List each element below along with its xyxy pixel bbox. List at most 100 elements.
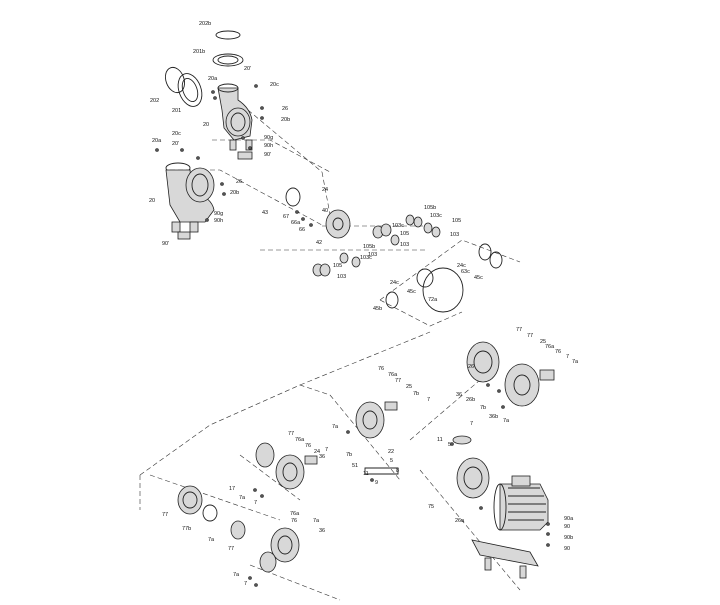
part-label: 7 <box>427 397 430 403</box>
part-label: 20b <box>230 190 239 196</box>
part-label: 26 <box>468 364 474 370</box>
part-label: 20c <box>172 131 181 137</box>
part-label: 20b <box>281 117 290 123</box>
part-label: 76a <box>545 344 555 350</box>
part-label: 36b <box>489 414 498 420</box>
part-label: 76 <box>555 349 561 355</box>
part-label: 66 <box>299 227 305 233</box>
part-label: 103c <box>430 213 442 219</box>
part-label: 36 <box>319 454 325 460</box>
bearing-bracket-right <box>466 341 555 409</box>
part-label: 90a <box>564 516 574 522</box>
part-label: 77 <box>228 546 234 552</box>
part-label: 103 <box>400 242 409 248</box>
part-label: 202b <box>199 21 211 27</box>
volute-casing-lower <box>155 148 226 240</box>
part-label: 66a <box>291 220 301 226</box>
part-label: 90h <box>264 143 273 149</box>
part-label: 24c <box>390 280 399 286</box>
part-label: 20a <box>152 138 162 144</box>
part-label: 26 <box>236 179 242 185</box>
part-label: 90 <box>564 546 570 552</box>
part-label: 75 <box>428 504 434 510</box>
part-label: 20 <box>149 198 155 204</box>
part-label: 7a <box>313 518 320 524</box>
part-label: 90' <box>264 152 271 158</box>
part-label: 20' <box>172 141 179 147</box>
part-label: 40 <box>322 208 328 214</box>
part-label: 77 <box>162 512 168 518</box>
part-label: 77 <box>288 431 294 437</box>
part-label: 77 <box>395 378 401 384</box>
part-label: 7b <box>480 405 486 411</box>
bearing-bracket-left <box>177 442 318 587</box>
part-label: 7 <box>254 500 257 506</box>
part-label: 67 <box>283 214 289 220</box>
part-label: 24c <box>457 263 466 269</box>
part-label: 36 <box>456 392 462 398</box>
part-label: 45c <box>474 275 483 281</box>
part-label: 51 <box>352 463 358 469</box>
part-label: 20a <box>208 76 218 82</box>
part-label: 63c <box>461 269 470 275</box>
part-label: 7a <box>332 424 339 430</box>
part-label: 77 <box>527 333 533 339</box>
part-label: 105b <box>363 244 375 250</box>
part-label: 7 <box>244 581 247 587</box>
part-label: 25 <box>406 384 412 390</box>
motor-assembly <box>456 457 550 579</box>
impeller-and-seals <box>285 187 503 313</box>
part-label: 43 <box>262 210 268 216</box>
part-label: 5 <box>448 442 451 448</box>
part-label: 20c <box>270 82 279 88</box>
part-label: 24 <box>314 449 320 455</box>
part-label: 11 <box>363 471 369 477</box>
part-label: 90' <box>162 241 169 247</box>
part-label: 90 <box>564 524 570 530</box>
part-label: 103 <box>450 232 459 238</box>
part-label: 45c <box>407 289 416 295</box>
part-label: 76a <box>295 437 305 443</box>
part-label: 76 <box>291 518 297 524</box>
volute-casing-upper <box>164 30 264 160</box>
part-label: 42 <box>316 240 322 246</box>
part-label: 76a <box>290 511 300 517</box>
part-label: 201 <box>172 108 181 114</box>
part-label: 17 <box>229 486 235 492</box>
part-label: 76a <box>388 372 398 378</box>
part-label: 26b <box>466 397 475 403</box>
part-label: 7 <box>325 447 328 453</box>
part-label: 7 <box>566 354 569 360</box>
part-label: 22 <box>388 449 394 455</box>
part-label: 45b <box>373 306 382 312</box>
part-label: 76 <box>305 443 311 449</box>
part-label: 90g <box>264 135 273 141</box>
part-label: 90g <box>214 211 223 217</box>
part-label: 26 <box>282 106 288 112</box>
part-label: 20 <box>203 122 209 128</box>
part-label: 7 <box>470 421 473 427</box>
part-label: 202 <box>150 98 159 104</box>
part-label: 7a <box>572 359 579 365</box>
part-label: 103 <box>337 274 346 280</box>
part-label: 103c <box>392 223 404 229</box>
part-label: 7b <box>413 391 419 397</box>
part-label: 103c <box>360 255 372 261</box>
part-label: 26a <box>455 518 465 524</box>
part-label: 77b <box>182 526 191 532</box>
part-label: 105b <box>424 205 436 211</box>
part-label: 5 <box>390 458 393 464</box>
part-label: 7b <box>346 452 352 458</box>
part-label: 36 <box>319 528 325 534</box>
part-label: 103 <box>368 252 377 258</box>
part-label: 8 <box>396 468 399 474</box>
part-label: 201b <box>193 49 205 55</box>
part-label: 11 <box>437 437 443 443</box>
part-label: 20' <box>244 66 251 72</box>
part-label: 7a <box>233 572 240 578</box>
part-label: 105 <box>400 231 409 237</box>
part-label: 105 <box>452 218 461 224</box>
part-label: 7a <box>503 418 510 424</box>
part-label: 90h <box>214 218 223 224</box>
